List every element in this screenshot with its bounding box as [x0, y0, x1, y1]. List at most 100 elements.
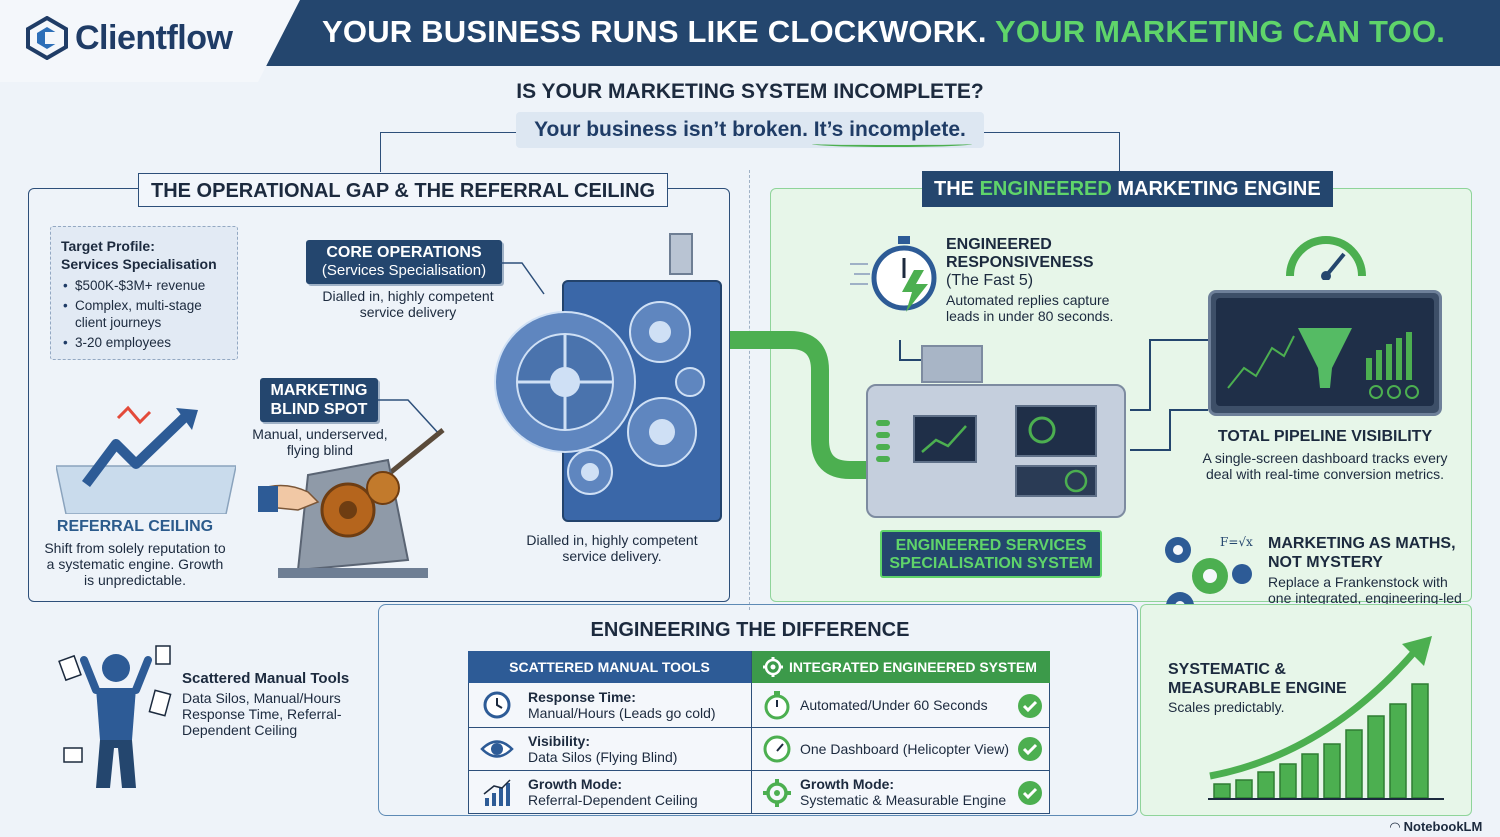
connector-line — [984, 132, 1120, 172]
footer-credit-text: NotebookLM — [1403, 819, 1483, 834]
table-row: Growth Mode: Systematic & Measurable Eng… — [800, 776, 1015, 808]
footer-credit: ◠ NotebookLM — [1390, 819, 1482, 835]
engineered-system-label: ENGINEERED SERVICES SPECIALISATION SYSTE… — [880, 530, 1102, 578]
row-label: Response Time: — [528, 689, 636, 705]
table-row: Growth Mode: Referral-Dependent Ceiling — [528, 776, 743, 808]
brand-name: Clientflow — [75, 19, 233, 57]
stopwatch-lightning-icon — [850, 236, 937, 312]
gear-icon — [763, 779, 791, 807]
responsiveness-title: ENGINEERED RESPONSIVENESS (The Fast 5) — [946, 236, 1094, 290]
referral-ceiling-desc: Shift from solely reputation to a system… — [44, 540, 226, 588]
table-row: One Dashboard (Helicopter View) — [800, 741, 1010, 757]
row-value: Referral-Dependent Ceiling — [528, 792, 698, 808]
maths-title: MARKETING AS MATHS, NOT MYSTERY — [1268, 534, 1456, 572]
referral-ceiling-title: REFERRAL CEILING — [56, 518, 214, 535]
blind-spot-label: MARKETING BLIND SPOT — [260, 378, 378, 422]
intro-question: IS YOUR MARKETING SYSTEM INCOMPLETE? — [516, 80, 984, 103]
tagline-underline — [812, 141, 972, 147]
list-item: 3-20 employees — [61, 334, 227, 351]
profile-title-line2: Services Specialisation — [61, 256, 217, 272]
notebooklm-icon: ◠ — [1390, 819, 1404, 834]
svg-text:F=√x: F=√x — [1220, 535, 1253, 549]
core-operations-label: CORE OPERATIONS (Services Specialisation… — [306, 240, 502, 284]
checkmark-icon — [1018, 694, 1042, 718]
blind-spot-line2: BLIND SPOT — [270, 401, 368, 418]
row-label: Growth Mode: — [528, 776, 623, 792]
table-row-divider — [468, 727, 1050, 728]
row-value: Manual/Hours (Leads go cold) — [528, 705, 716, 721]
stressed-person-icon — [58, 645, 172, 788]
engineered-machine-illustration — [876, 345, 1097, 497]
checkmark-icon — [1018, 781, 1042, 805]
core-ops-line2: (Services Specialisation) — [321, 262, 487, 279]
systematic-desc: Scales predictably. — [1168, 699, 1285, 715]
systematic-title-line1: SYSTEMATIC & — [1168, 661, 1286, 678]
row-label: Growth Mode: — [800, 776, 895, 792]
table-row: Visibility: Data Silos (Flying Blind) — [528, 733, 743, 765]
responsiveness-desc: Automated replies capture leads in under… — [946, 292, 1114, 324]
scattered-tools-desc: Data Silos, Manual/Hours Response Time, … — [182, 690, 342, 738]
right-title-part2: ENGINEERED — [979, 178, 1112, 200]
systematic-title-line2: MEASURABLE ENGINE — [1168, 680, 1347, 697]
checkmark-icon — [1018, 737, 1042, 761]
right-title-part1: THE — [934, 178, 974, 200]
systematic-title: SYSTEMATIC & MEASURABLE ENGINE — [1168, 660, 1347, 698]
system-label-line1: ENGINEERED SERVICES — [895, 537, 1087, 554]
maths-title-line1: MARKETING AS MATHS, — [1268, 535, 1456, 552]
maths-title-line2: NOT MYSTERY — [1268, 554, 1383, 571]
maths-desc: Replace a Frankenstock with one integrat… — [1268, 574, 1462, 622]
list-item: Complex, multi-stage client journeys — [61, 297, 227, 331]
blind-spot-desc: Manual, underserved, flying blind — [252, 426, 388, 458]
bar-chart-icon — [483, 779, 511, 806]
clientflow-logo-icon — [26, 16, 68, 60]
table-row-divider — [468, 770, 1050, 771]
headline-part2: YOUR MARKETING CAN TOO. — [994, 14, 1446, 49]
row-value: Data Silos (Flying Blind) — [528, 749, 678, 765]
blind-spot-line1: MARKETING — [270, 382, 368, 399]
leader-line — [378, 399, 441, 436]
system-label-line2: SPECIALISATION SYSTEM — [889, 555, 1093, 572]
table-col-divider — [751, 651, 752, 814]
leader-line — [500, 262, 545, 295]
headline-part1: YOUR BUSINESS RUNS LIKE CLOCKWORK. — [322, 14, 987, 49]
comparison-right-header: INTEGRATED ENGINEERED SYSTEM — [751, 651, 1050, 683]
gauge-icon — [763, 735, 791, 763]
referral-ceiling-icon — [56, 405, 236, 514]
hand-crank-illustration — [258, 428, 445, 578]
core-ops-line1: CORE OPERATIONS — [326, 244, 482, 261]
profile-list: $500K-$3M+ revenue Complex, multi-stage … — [61, 277, 227, 351]
list-item: $500K-$3M+ revenue — [61, 277, 227, 294]
gear-icon — [763, 657, 783, 677]
machine-desc: Dialled in, highly competent service del… — [526, 532, 698, 564]
responsiveness-title-line3: (The Fast 5) — [946, 272, 1034, 289]
scattered-tools-title: Scattered Manual Tools — [182, 670, 350, 687]
core-operations-desc: Dialled in, highly competent service del… — [322, 288, 494, 320]
comparison-title: ENGINEERING THE DIFFERENCE — [590, 619, 910, 641]
gears-illustration — [494, 233, 705, 495]
tagline: Your business isn’t broken. It’s incompl… — [516, 112, 984, 148]
pipeline-desc: A single-screen dashboard tracks every d… — [1202, 450, 1448, 482]
responsiveness-title-line2: RESPONSIVENESS — [946, 254, 1094, 271]
stopwatch-icon — [764, 691, 790, 720]
pipeline-title: TOTAL PIPELINE VISIBILITY — [1217, 428, 1433, 445]
comparison-left-header: SCATTERED MANUAL TOOLS — [468, 651, 751, 683]
row-label: Visibility: — [528, 733, 590, 749]
responsiveness-title-line1: ENGINEERED — [946, 236, 1052, 253]
table-row: Automated/Under 60 Seconds — [800, 697, 988, 713]
headline: YOUR BUSINESS RUNS LIKE CLOCKWORK. YOUR … — [322, 14, 1445, 50]
right-section-title: THE ENGINEERED MARKETING ENGINE — [922, 171, 1333, 207]
target-profile-card: Target Profile: Services Specialisation … — [50, 226, 238, 360]
profile-title-line1: Target Profile: — [61, 238, 155, 254]
row-value: Systematic & Measurable Engine — [800, 792, 1007, 808]
connector-line — [380, 132, 516, 172]
table-row: Response Time: Manual/Hours (Leads go co… — [528, 689, 743, 721]
section-divider — [749, 170, 750, 610]
speed-gauge-icon — [1286, 236, 1366, 280]
clock-icon — [483, 691, 511, 719]
growth-chart-icon — [1208, 636, 1444, 800]
left-section-title: THE OPERATIONAL GAP & THE REFERRAL CEILI… — [138, 173, 669, 207]
dashboard-charts-illustration — [1227, 328, 1419, 399]
comparison-frame — [378, 604, 1138, 816]
right-title-part3: MARKETING ENGINE — [1117, 178, 1321, 200]
eye-icon — [480, 740, 514, 758]
